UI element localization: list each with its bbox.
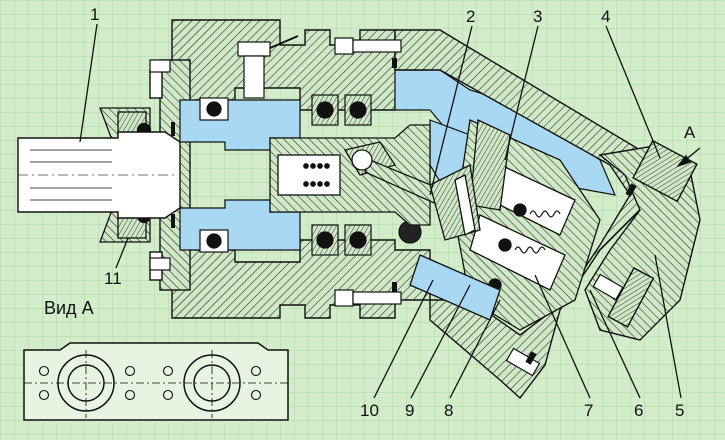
- view-a-label: Вид А: [44, 298, 94, 318]
- callout-2: 2: [466, 7, 476, 26]
- piston-rods: [343, 141, 481, 241]
- seal-marks: [171, 58, 637, 365]
- callout-5: 5: [675, 401, 685, 420]
- callout-6: 6: [634, 401, 644, 420]
- leader-lines: [79, 23, 682, 399]
- callout-7: 7: [584, 401, 594, 420]
- callout-3: 3: [533, 7, 543, 26]
- callout-4: 4: [601, 7, 611, 26]
- housing-bolts: [149, 35, 624, 377]
- callout-view-marker: A: [684, 123, 696, 142]
- cylinder-block: [409, 119, 601, 331]
- view-a-arrow: [675, 147, 701, 168]
- drive-shaft: [17, 131, 181, 219]
- view-a-outline: [23, 342, 289, 421]
- callout-10: 10: [360, 401, 379, 420]
- callout-1: 1: [90, 5, 100, 24]
- shaft-bearings: [199, 94, 422, 256]
- callout-9: 9: [405, 401, 415, 420]
- shaft-flange: [269, 124, 431, 226]
- callout-8: 8: [444, 401, 454, 420]
- callout-11: 11: [104, 269, 122, 288]
